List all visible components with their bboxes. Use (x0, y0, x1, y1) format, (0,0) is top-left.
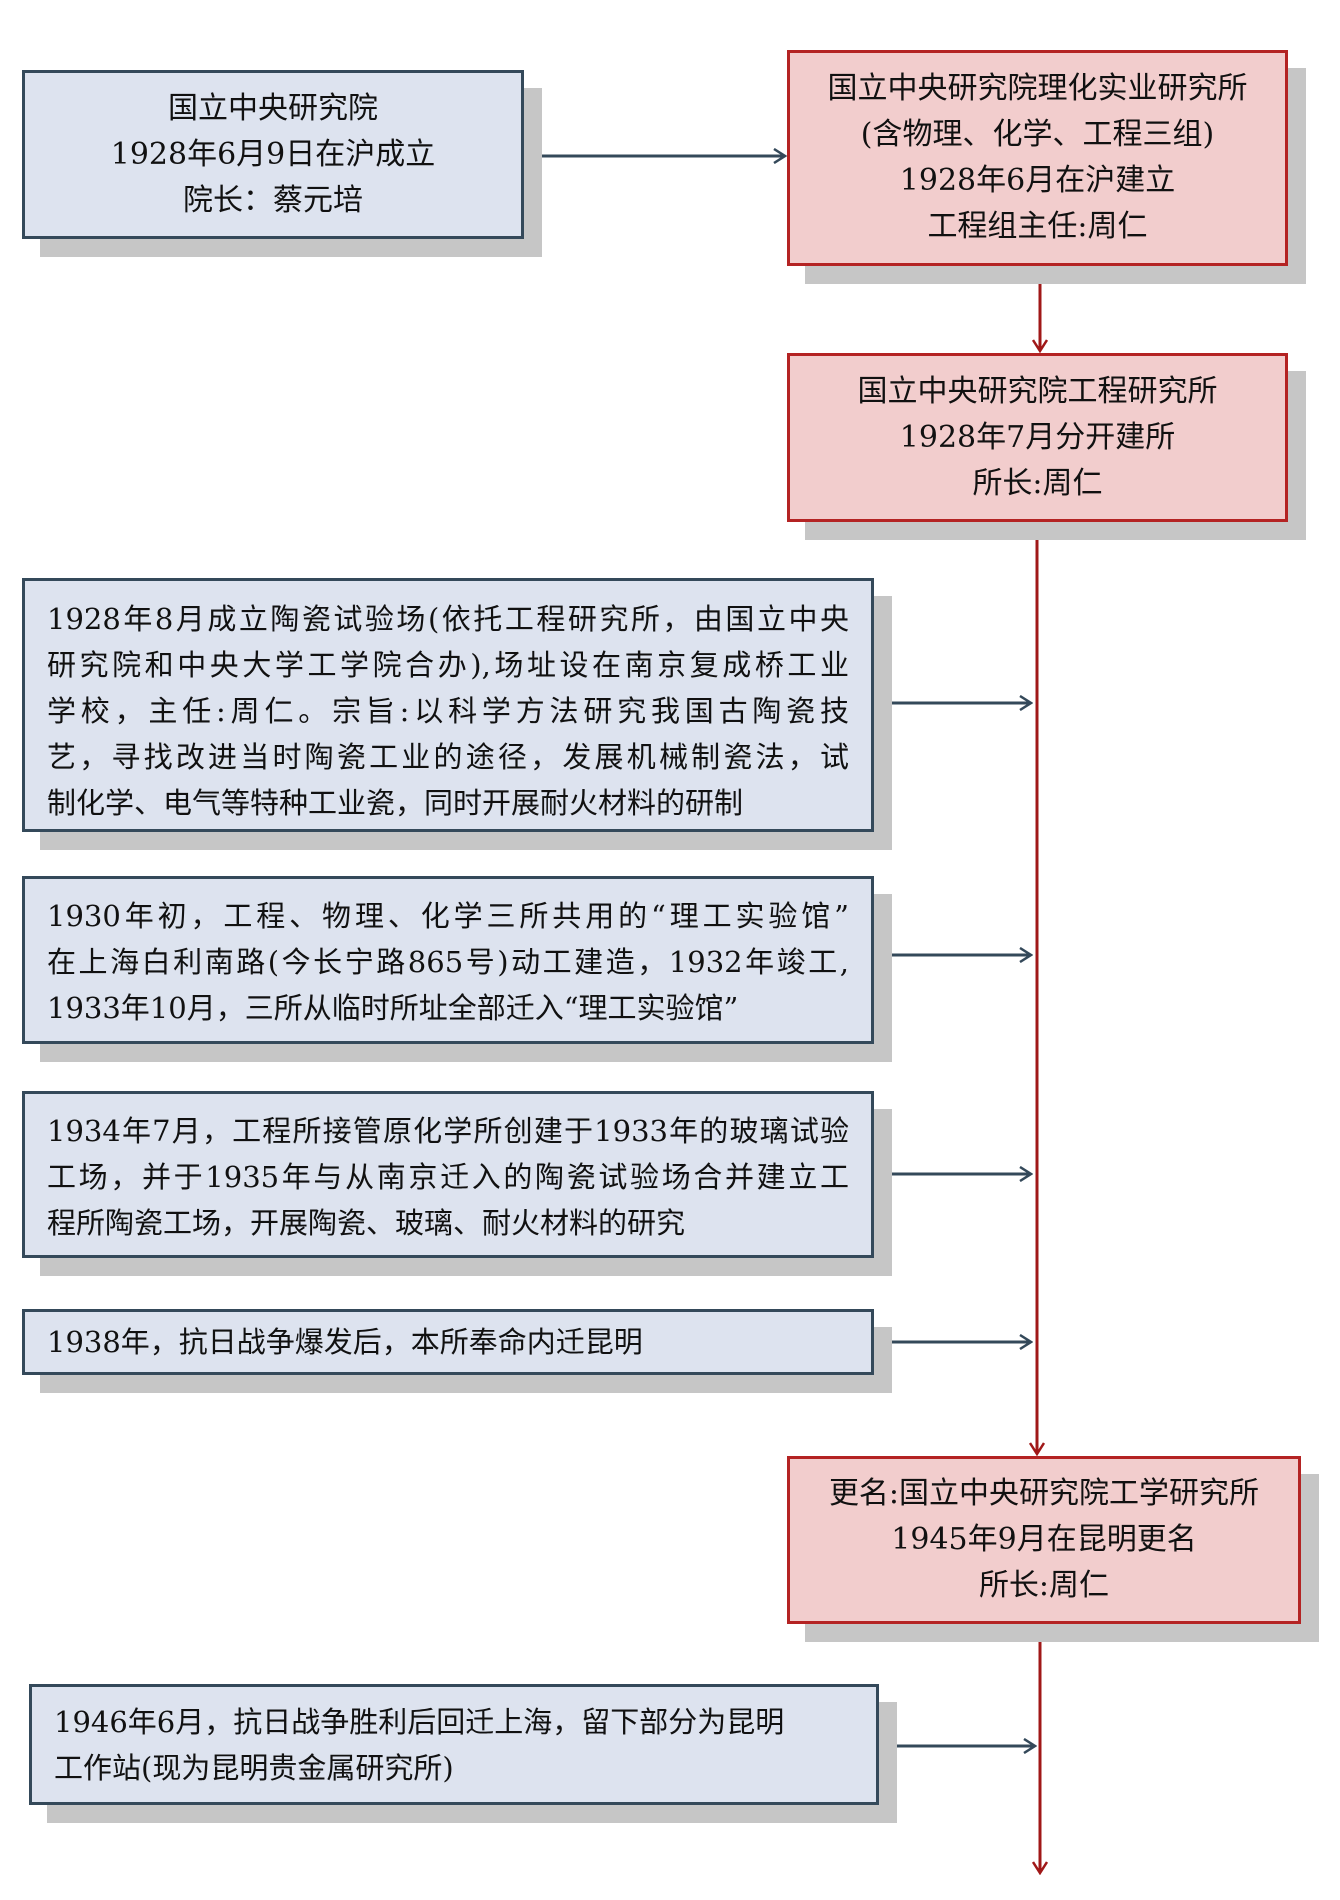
node-line: 1928年6月在沪建立 (899, 163, 1176, 198)
node-line: 1945年9月在昆明更名 (891, 1522, 1197, 1557)
event-line: 1934年7月，工程所接管原化学所创建于1933年的玻璃试验 (47, 1113, 849, 1148)
event-line: 1928年8月成立陶瓷试验场(依托工程研究所，由国立中央 (47, 602, 849, 636)
event-line: 1933年10月，三所从临时所址全部迁入“理工实验馆” (47, 991, 739, 1025)
event-line: 1938年，抗日战争爆发后，本所奉命内迁昆明 (47, 1325, 643, 1359)
event-1946-return: 1946年6月，抗日战争胜利后回迁上海，留下部分为昆明 工作站(现为昆明贵金属研… (29, 1684, 879, 1805)
node-line: 国立中央研究院理化实业研究所 (827, 71, 1248, 106)
node-line: 国立中央研究院工程研究所 (857, 373, 1218, 409)
node-line: 所长:周仁 (972, 465, 1103, 501)
event-line: 研究院和中央大学工学院合办),场址设在南京复成桥工业 (47, 648, 849, 682)
event-line: 程所陶瓷工场，开展陶瓷、玻璃、耐火材料的研究 (47, 1205, 686, 1240)
event-line: 1930年初，工程、物理、化学三所共用的“理工实验馆” (47, 899, 849, 933)
event-line: 制化学、电气等特种工业瓷，同时开展耐火材料的研制 (47, 786, 744, 820)
event-line: 工作站(现为昆明贵金属研究所) (54, 1750, 454, 1785)
node-line: 国立中央研究院 (168, 90, 378, 126)
event-1930-lab-building: 1930年初，工程、物理、化学三所共用的“理工实验馆” 在上海白利南路(今长宁路… (22, 876, 874, 1044)
event-line: 在上海白利南路(今长宁路865号)动工建造，1932年竣工, (47, 945, 849, 979)
event-line: 艺，寻找改进当时陶瓷工业的途径，发展机械制瓷法，试 (47, 740, 849, 774)
node-line: 工程组主任:周仁 (927, 209, 1148, 244)
event-line: 工场，并于1935年与从南京迁入的陶瓷试验场合并建立工 (47, 1159, 849, 1194)
node-academy: 国立中央研究院 1928年6月9日在沪成立 院长：蔡元培 (22, 70, 524, 239)
node-line: (含物理、化学、工程三组) (860, 117, 1215, 152)
node-line: 院长：蔡元培 (183, 182, 363, 218)
event-1928-ceramics: 1928年8月成立陶瓷试验场(依托工程研究所，由国立中央 研究院和中央大学工学院… (22, 578, 874, 832)
event-1938-relocation: 1938年，抗日战争爆发后，本所奉命内迁昆明 (22, 1309, 874, 1375)
node-physchem-institute: 国立中央研究院理化实业研究所 (含物理、化学、工程三组) 1928年6月在沪建立… (787, 50, 1288, 266)
event-1934-glass: 1934年7月，工程所接管原化学所创建于1933年的玻璃试验 工场，并于1935… (22, 1091, 874, 1258)
event-line: 学校，主任:周仁。宗旨:以科学方法研究我国古陶瓷技 (47, 694, 849, 728)
node-line: 所长:周仁 (978, 1568, 1110, 1603)
node-line: 1928年6月9日在沪成立 (110, 136, 436, 172)
node-engineering-institute: 国立中央研究院工程研究所 1928年7月分开建所 所长:周仁 (787, 353, 1288, 522)
node-line: 更名:国立中央研究院工学研究所 (828, 1476, 1260, 1511)
event-line: 1946年6月，抗日战争胜利后回迁上海，留下部分为昆明 (54, 1704, 785, 1739)
node-line: 1928年7月分开建所 (899, 419, 1176, 455)
node-renamed-institute: 更名:国立中央研究院工学研究所 1945年9月在昆明更名 所长:周仁 (787, 1456, 1301, 1624)
